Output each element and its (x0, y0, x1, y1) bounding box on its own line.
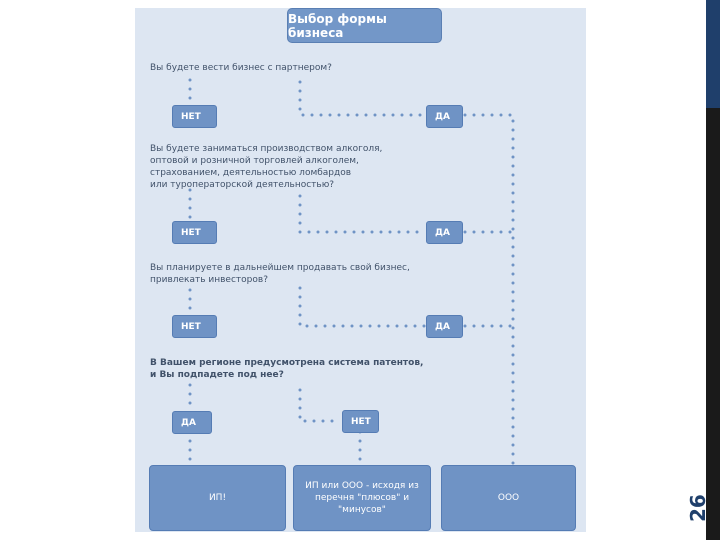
question-patent: В Вашем регионе предусмотрена система па… (150, 358, 424, 380)
answer-no-3: НЕТ (172, 315, 217, 338)
flowchart-panel (135, 8, 586, 532)
connector-mid-4 (298, 388, 342, 423)
side-accent-bar (706, 0, 720, 108)
connector-mid-1 (298, 80, 427, 117)
side-dark-bar (706, 108, 720, 540)
connector-mid-2 (298, 194, 427, 234)
page-number: 26 (686, 494, 710, 522)
answer-yes-2: ДА (426, 221, 463, 244)
question-licensed-activity: Вы будете заниматься производством алког… (150, 144, 383, 190)
connector-mid-3 (298, 286, 427, 328)
outcome-ooo: ООО (441, 465, 576, 531)
answer-no-2: НЕТ (172, 221, 217, 244)
answer-yes-1: ДА (426, 105, 463, 128)
answer-yes-3: ДА (426, 315, 463, 338)
connector-right-main (463, 113, 515, 532)
answer-no-4: НЕТ (342, 410, 379, 433)
question-investors: Вы планируете в дальнейшем продавать сво… (150, 263, 410, 285)
outcome-ip: ИП! (149, 465, 286, 531)
answer-no-1: НЕТ (172, 105, 217, 128)
flowchart-title: Выбор формы бизнеса (287, 8, 442, 43)
outcome-ip-or-ooo: ИП или ООО - исходя из перечня "плюсов" … (293, 465, 431, 531)
question-partner: Вы будете вести бизнес с партнером? (150, 63, 332, 73)
answer-yes-4: ДА (172, 411, 212, 434)
